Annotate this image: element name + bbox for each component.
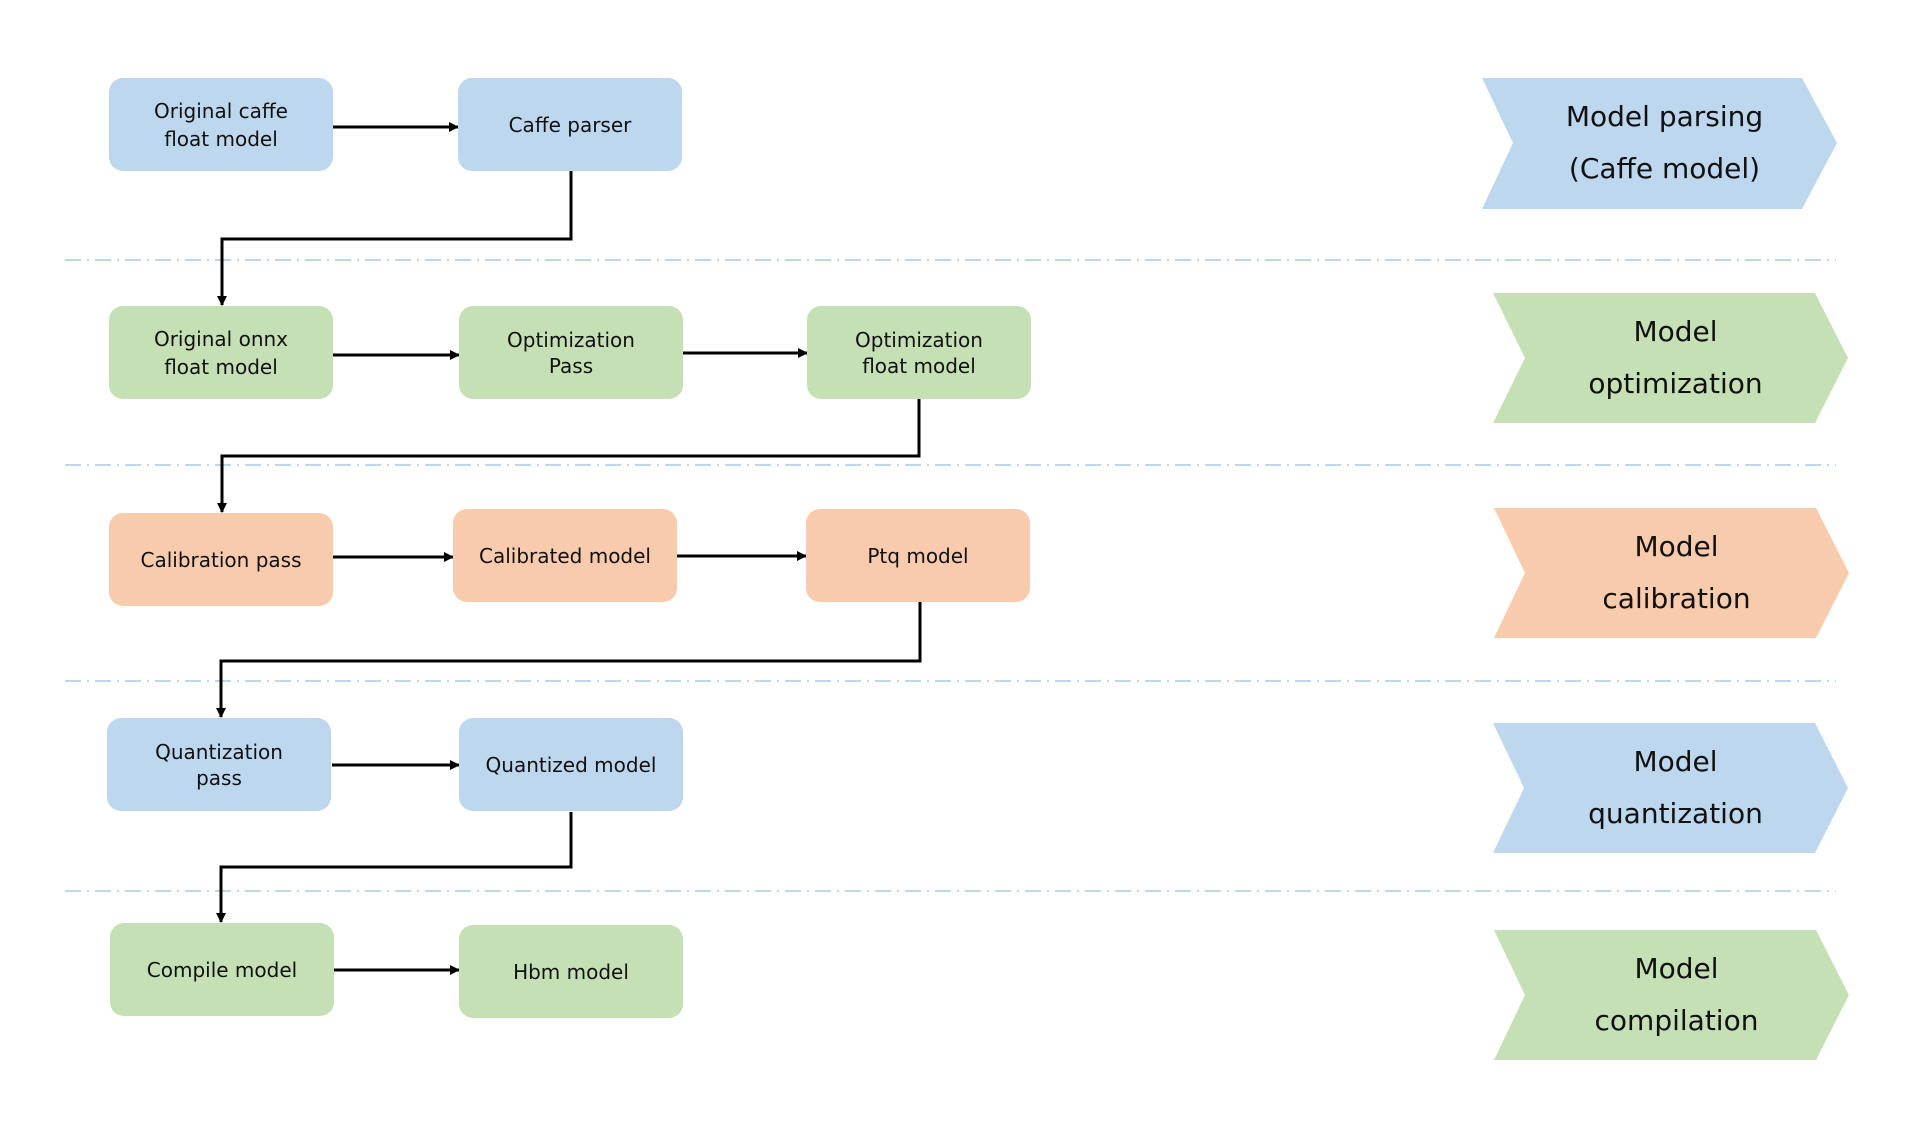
node-caffe-parser: Caffe parser — [458, 78, 682, 171]
node-label: Original caffe float model — [154, 98, 288, 151]
node-quantized-model: Quantized model — [459, 718, 683, 811]
stage-label: Model calibration — [1602, 530, 1751, 615]
node-ptq-model: Ptq model — [806, 509, 1030, 602]
arrow-quantized-to-compile — [216, 812, 573, 923]
node-label: Caffe parser — [508, 112, 632, 137]
stage-label: Model optimization — [1588, 315, 1763, 400]
node-original-onnx-float-model: Original onnx float model — [109, 306, 333, 399]
node-quantization-pass: Quantization pass — [107, 718, 331, 811]
node-optimization-pass: Optimization Pass — [459, 306, 683, 399]
node-compile-model: Compile model — [110, 923, 334, 1016]
node-hbm-model: Hbm model — [459, 925, 683, 1018]
node-calibrated-model: Calibrated model — [453, 509, 677, 602]
node-label: Ptq model — [867, 543, 969, 568]
stage-label: Model parsing (Caffe model) — [1565, 100, 1764, 185]
stage-model-calibration: Model calibration — [1494, 508, 1849, 638]
chevron-shape — [1493, 723, 1848, 853]
stage-model-optimization: Model optimization — [1493, 293, 1848, 423]
stage-model-parsing: Model parsing (Caffe model) — [1482, 78, 1837, 209]
node-label: Hbm model — [513, 959, 629, 984]
node-label: Compile model — [146, 957, 298, 982]
node-calibration-pass: Calibration pass — [109, 513, 333, 606]
arrow-optfloat-to-calibpass — [217, 399, 921, 513]
node-label: Optimization Pass — [507, 327, 635, 378]
chevron-shape — [1482, 78, 1837, 209]
chevron-shape — [1494, 930, 1849, 1060]
node-label: Calibration pass — [140, 547, 302, 572]
stage-label: Model quantization — [1588, 745, 1763, 830]
node-label: Optimization float model — [855, 327, 983, 378]
stage-model-quantization: Model quantization — [1493, 723, 1848, 853]
arrow-parser-to-onnx — [217, 171, 573, 306]
stage-label: Model compilation — [1594, 952, 1759, 1037]
node-optimization-float-model: Optimization float model — [807, 306, 1031, 399]
node-original-caffe-float-model: Original caffe float model — [109, 78, 333, 171]
arrow-ptq-to-quantpass — [216, 602, 922, 718]
stage-model-compilation: Model compilation — [1494, 930, 1849, 1060]
chevron-shape — [1493, 293, 1848, 423]
chevron-shape — [1494, 508, 1849, 638]
node-label: Quantized model — [485, 752, 657, 777]
node-label: Calibrated model — [479, 543, 651, 568]
node-label: Quantization pass — [155, 739, 283, 790]
node-label: Original onnx float model — [153, 326, 289, 379]
